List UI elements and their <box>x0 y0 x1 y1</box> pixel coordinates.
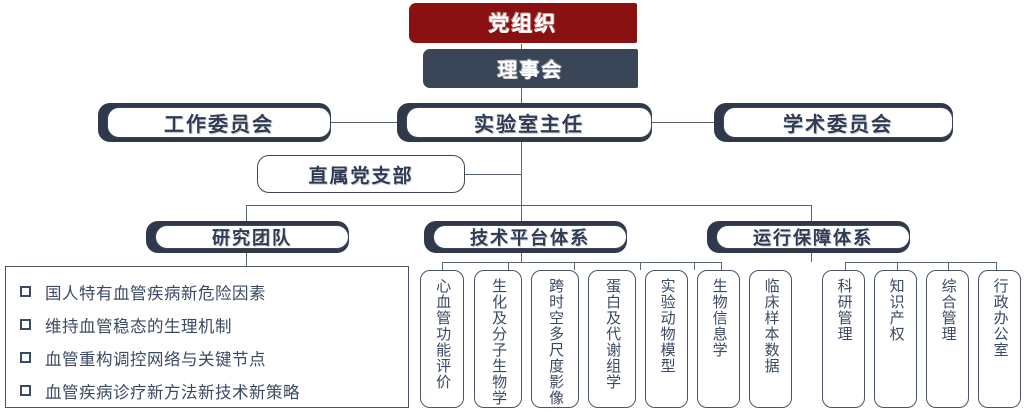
leaf-box-tech-6[interactable]: 生物信息学 <box>697 270 740 408</box>
connector-ops-leaf-3 <box>948 262 949 270</box>
list-item-label: 血管疾病诊疗新方法新技术新策略 <box>45 383 300 402</box>
list-item[interactable]: 维持血管稳态的生理机制 <box>20 308 408 341</box>
leaf-box-ops-1[interactable]: 科研管理 <box>822 270 865 408</box>
list-item[interactable]: 血管疾病诊疗新方法新技术新策略 <box>20 374 408 407</box>
section-header-operations-support[interactable]: 运行保障体系 <box>707 221 910 253</box>
connector-director-to-working-committee <box>331 122 397 123</box>
connector-drop-tech <box>521 205 522 222</box>
node-academic-committee[interactable]: 学术委员会 <box>714 103 953 142</box>
leaf-box-tech-7-label: 临床样本数据 <box>762 278 780 374</box>
node-party-organization-label: 党组织 <box>488 13 558 36</box>
connector-ops-leaf-2 <box>897 262 898 270</box>
section-header-operations-support-label: 运行保障体系 <box>753 228 873 248</box>
connector-tech-drop <box>521 251 522 262</box>
section-header-tech-platform[interactable]: 技术平台体系 <box>424 221 627 253</box>
leaf-box-tech-3[interactable]: 跨时空多尺度影像 <box>531 270 579 408</box>
node-lab-director-face: 实验室主任 <box>406 107 652 138</box>
section-header-research-team-label: 研究团队 <box>212 228 292 248</box>
node-party-organization[interactable]: 党组织 <box>409 3 637 43</box>
node-academic-committee-label: 学术委员会 <box>783 114 893 136</box>
leaf-box-tech-4[interactable]: 蛋白及代谢组学 <box>588 270 636 408</box>
leaf-box-tech-2-label: 生化及分子生物学 <box>490 278 508 406</box>
connector-tech-leaf-5 <box>694 262 695 270</box>
leaf-box-ops-4-label: 行政办公室 <box>991 278 1009 358</box>
leaf-box-ops-4[interactable]: 行政办公室 <box>978 270 1021 408</box>
leaf-box-tech-5-label: 实验动物模型 <box>658 278 676 374</box>
list-item[interactable]: 国人特有血管疾病新危险因素 <box>20 275 408 308</box>
section-header-research-team-face: 研究团队 <box>155 225 349 249</box>
node-working-committee-label: 工作委员会 <box>164 114 274 136</box>
node-lab-director[interactable]: 实验室主任 <box>397 103 652 142</box>
leaf-box-tech-5[interactable]: 实验动物模型 <box>645 270 688 408</box>
leaf-box-ops-1-label: 科研管理 <box>835 278 853 342</box>
leaf-box-tech-1[interactable]: 心血管功能评价 <box>420 270 464 408</box>
checkbox-icon <box>20 286 31 297</box>
node-academic-committee-face: 学术委员会 <box>723 107 953 138</box>
leaf-box-tech-6-label: 生物信息学 <box>710 278 728 358</box>
connector-ops-leaf-4 <box>996 262 997 270</box>
connector-drop-operations <box>811 205 812 222</box>
research-team-list-panel: 国人特有血管疾病新危险因素 维持血管稳态的生理机制 血管重构调控网络与关键节点 … <box>5 266 409 408</box>
leaf-box-tech-2[interactable]: 生化及分子生物学 <box>474 270 522 408</box>
connector-tech-leaf-1 <box>442 262 443 270</box>
section-header-tech-platform-face: 技术平台体系 <box>433 225 627 249</box>
connector-tech-leaf-6 <box>721 262 722 270</box>
leaf-box-ops-2-label: 知识产权 <box>887 278 905 342</box>
connector-tech-leaf-3 <box>574 262 575 270</box>
leaf-box-ops-2[interactable]: 知识产权 <box>874 270 917 408</box>
leaf-box-tech-1-label: 心血管功能评价 <box>434 278 452 390</box>
connector-director-trunk <box>521 140 522 210</box>
list-item[interactable]: 血管重构调控网络与关键节点 <box>20 341 408 374</box>
connector-board-to-director <box>521 88 522 107</box>
connector-ops-drop <box>811 251 812 262</box>
section-header-tech-platform-label: 技术平台体系 <box>470 228 590 248</box>
connector-party-branch-to-trunk <box>465 174 522 175</box>
connector-tech-leaf-4 <box>640 262 641 270</box>
connector-drop-research <box>246 205 247 222</box>
checkbox-icon <box>20 352 31 363</box>
list-item-label: 国人特有血管疾病新危险因素 <box>45 284 266 303</box>
leaf-box-tech-4-label: 蛋白及代谢组学 <box>604 278 622 390</box>
node-party-branch-label: 直属党支部 <box>308 165 414 187</box>
connector-director-to-academic-committee <box>652 122 714 123</box>
connector-research-to-list <box>246 251 247 267</box>
leaf-box-tech-7[interactable]: 临床样本数据 <box>749 270 792 408</box>
list-item-label: 血管重构调控网络与关键节点 <box>45 350 266 369</box>
connector-distribution-bar <box>246 205 812 206</box>
leaf-box-ops-3-label: 综合管理 <box>939 278 957 342</box>
leaf-box-tech-3-label: 跨时空多尺度影像 <box>547 278 565 406</box>
checkbox-icon <box>20 385 31 396</box>
connector-tech-bar <box>442 262 721 263</box>
node-lab-director-label: 实验室主任 <box>474 114 584 136</box>
leaf-box-ops-3[interactable]: 综合管理 <box>926 270 969 408</box>
node-working-committee-face: 工作委员会 <box>107 107 331 138</box>
node-board-of-directors-label: 理事会 <box>497 60 564 82</box>
connector-ops-bar <box>845 262 996 263</box>
section-header-operations-support-face: 运行保障体系 <box>716 225 910 249</box>
section-header-research-team[interactable]: 研究团队 <box>146 221 349 253</box>
connector-ops-leaf-1 <box>845 262 846 270</box>
list-item-label: 维持血管稳态的生理机制 <box>45 317 232 336</box>
connector-tech-leaf-2 <box>508 262 509 270</box>
checkbox-icon <box>20 319 31 330</box>
node-party-branch[interactable]: 直属党支部 <box>257 155 465 193</box>
node-working-committee[interactable]: 工作委员会 <box>98 103 331 142</box>
node-board-of-directors[interactable]: 理事会 <box>423 49 638 88</box>
